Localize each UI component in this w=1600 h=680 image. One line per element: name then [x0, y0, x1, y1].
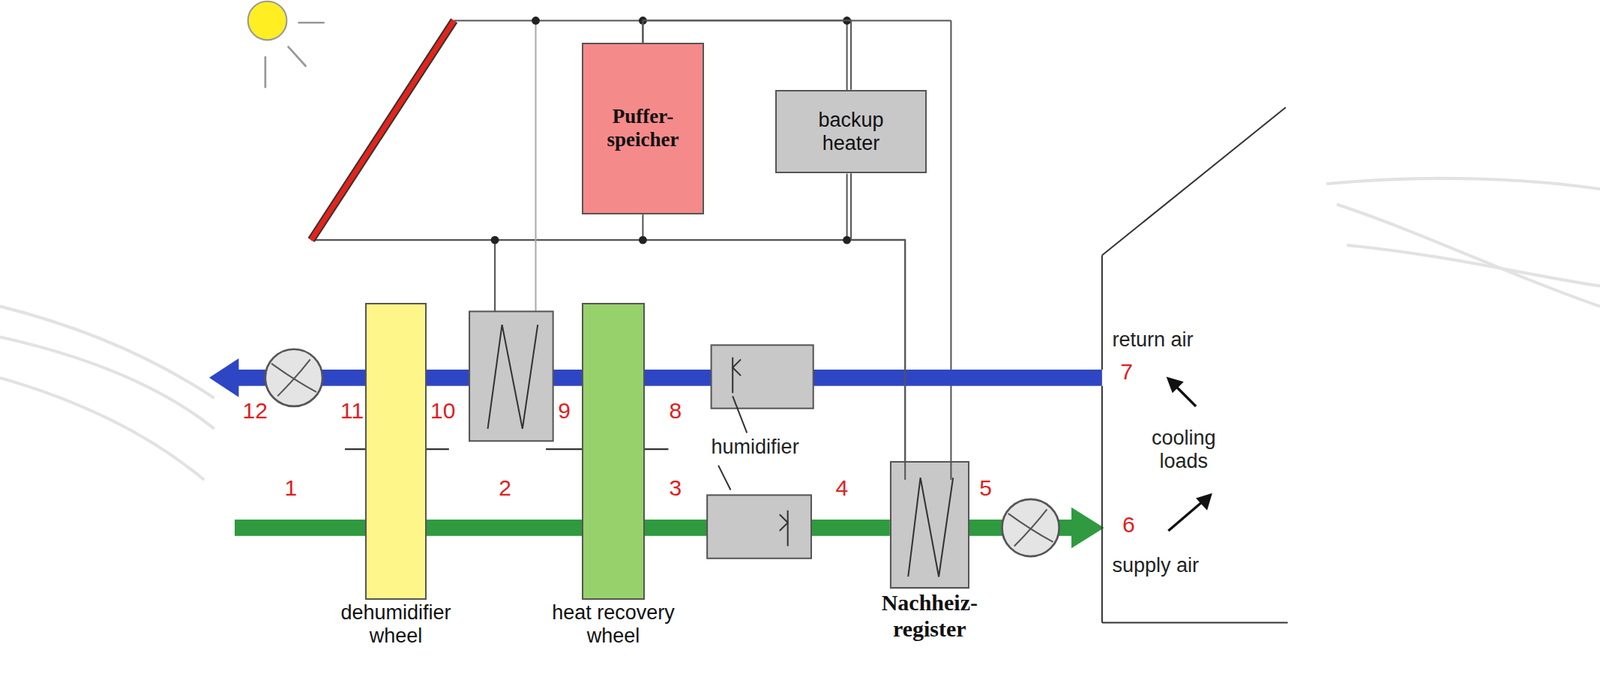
- pipe-connector: [850, 173, 905, 462]
- callout-number: 3: [669, 475, 683, 502]
- dehumidifier-wheel: dehumidifier wheel: [365, 302, 427, 600]
- node-label: dehumidifier wheel: [320, 601, 471, 648]
- callout-number: 6: [1122, 512, 1136, 539]
- component-label: humidifier: [711, 435, 800, 459]
- reheat-coil: [889, 461, 970, 589]
- callout-number: 10: [430, 398, 456, 425]
- heat-recovery-wheel: heat recovery wheel: [581, 302, 645, 600]
- callout-number: 1: [284, 475, 298, 502]
- callout-number: 4: [835, 475, 848, 502]
- callout-number: 2: [498, 475, 512, 502]
- humidifier-unit: [707, 344, 814, 558]
- buffer-tank: Puffer- speicher: [581, 42, 705, 215]
- node-label: heat recovery wheel: [527, 601, 700, 648]
- node-label: Puffer- speicher: [586, 104, 699, 152]
- zone-label: supply air: [1111, 554, 1199, 578]
- reheat-coil-box: Nachheiz- register: [889, 461, 970, 589]
- callout-number: 8: [669, 398, 683, 425]
- callout-number: 7: [1120, 359, 1133, 386]
- node-label: Nachheiz- register: [865, 590, 994, 642]
- zone-label: return air: [1111, 328, 1193, 352]
- callout-number: 11: [340, 398, 364, 425]
- callout-number: 5: [979, 475, 992, 502]
- solar-collector: [311, 20, 455, 241]
- heating-coil: [469, 311, 554, 441]
- callout-number: 9: [557, 398, 571, 425]
- node-label: backup heater: [794, 108, 908, 156]
- return-duct: [209, 358, 1103, 398]
- backup-heater-box: backup heater: [775, 89, 926, 174]
- building-outline: [1102, 107, 1289, 623]
- background-swoosh: [0, 178, 1600, 480]
- sun: [248, 1, 325, 89]
- annotation-label: cooling loads: [1132, 426, 1235, 474]
- callout-number: 12: [242, 398, 268, 425]
